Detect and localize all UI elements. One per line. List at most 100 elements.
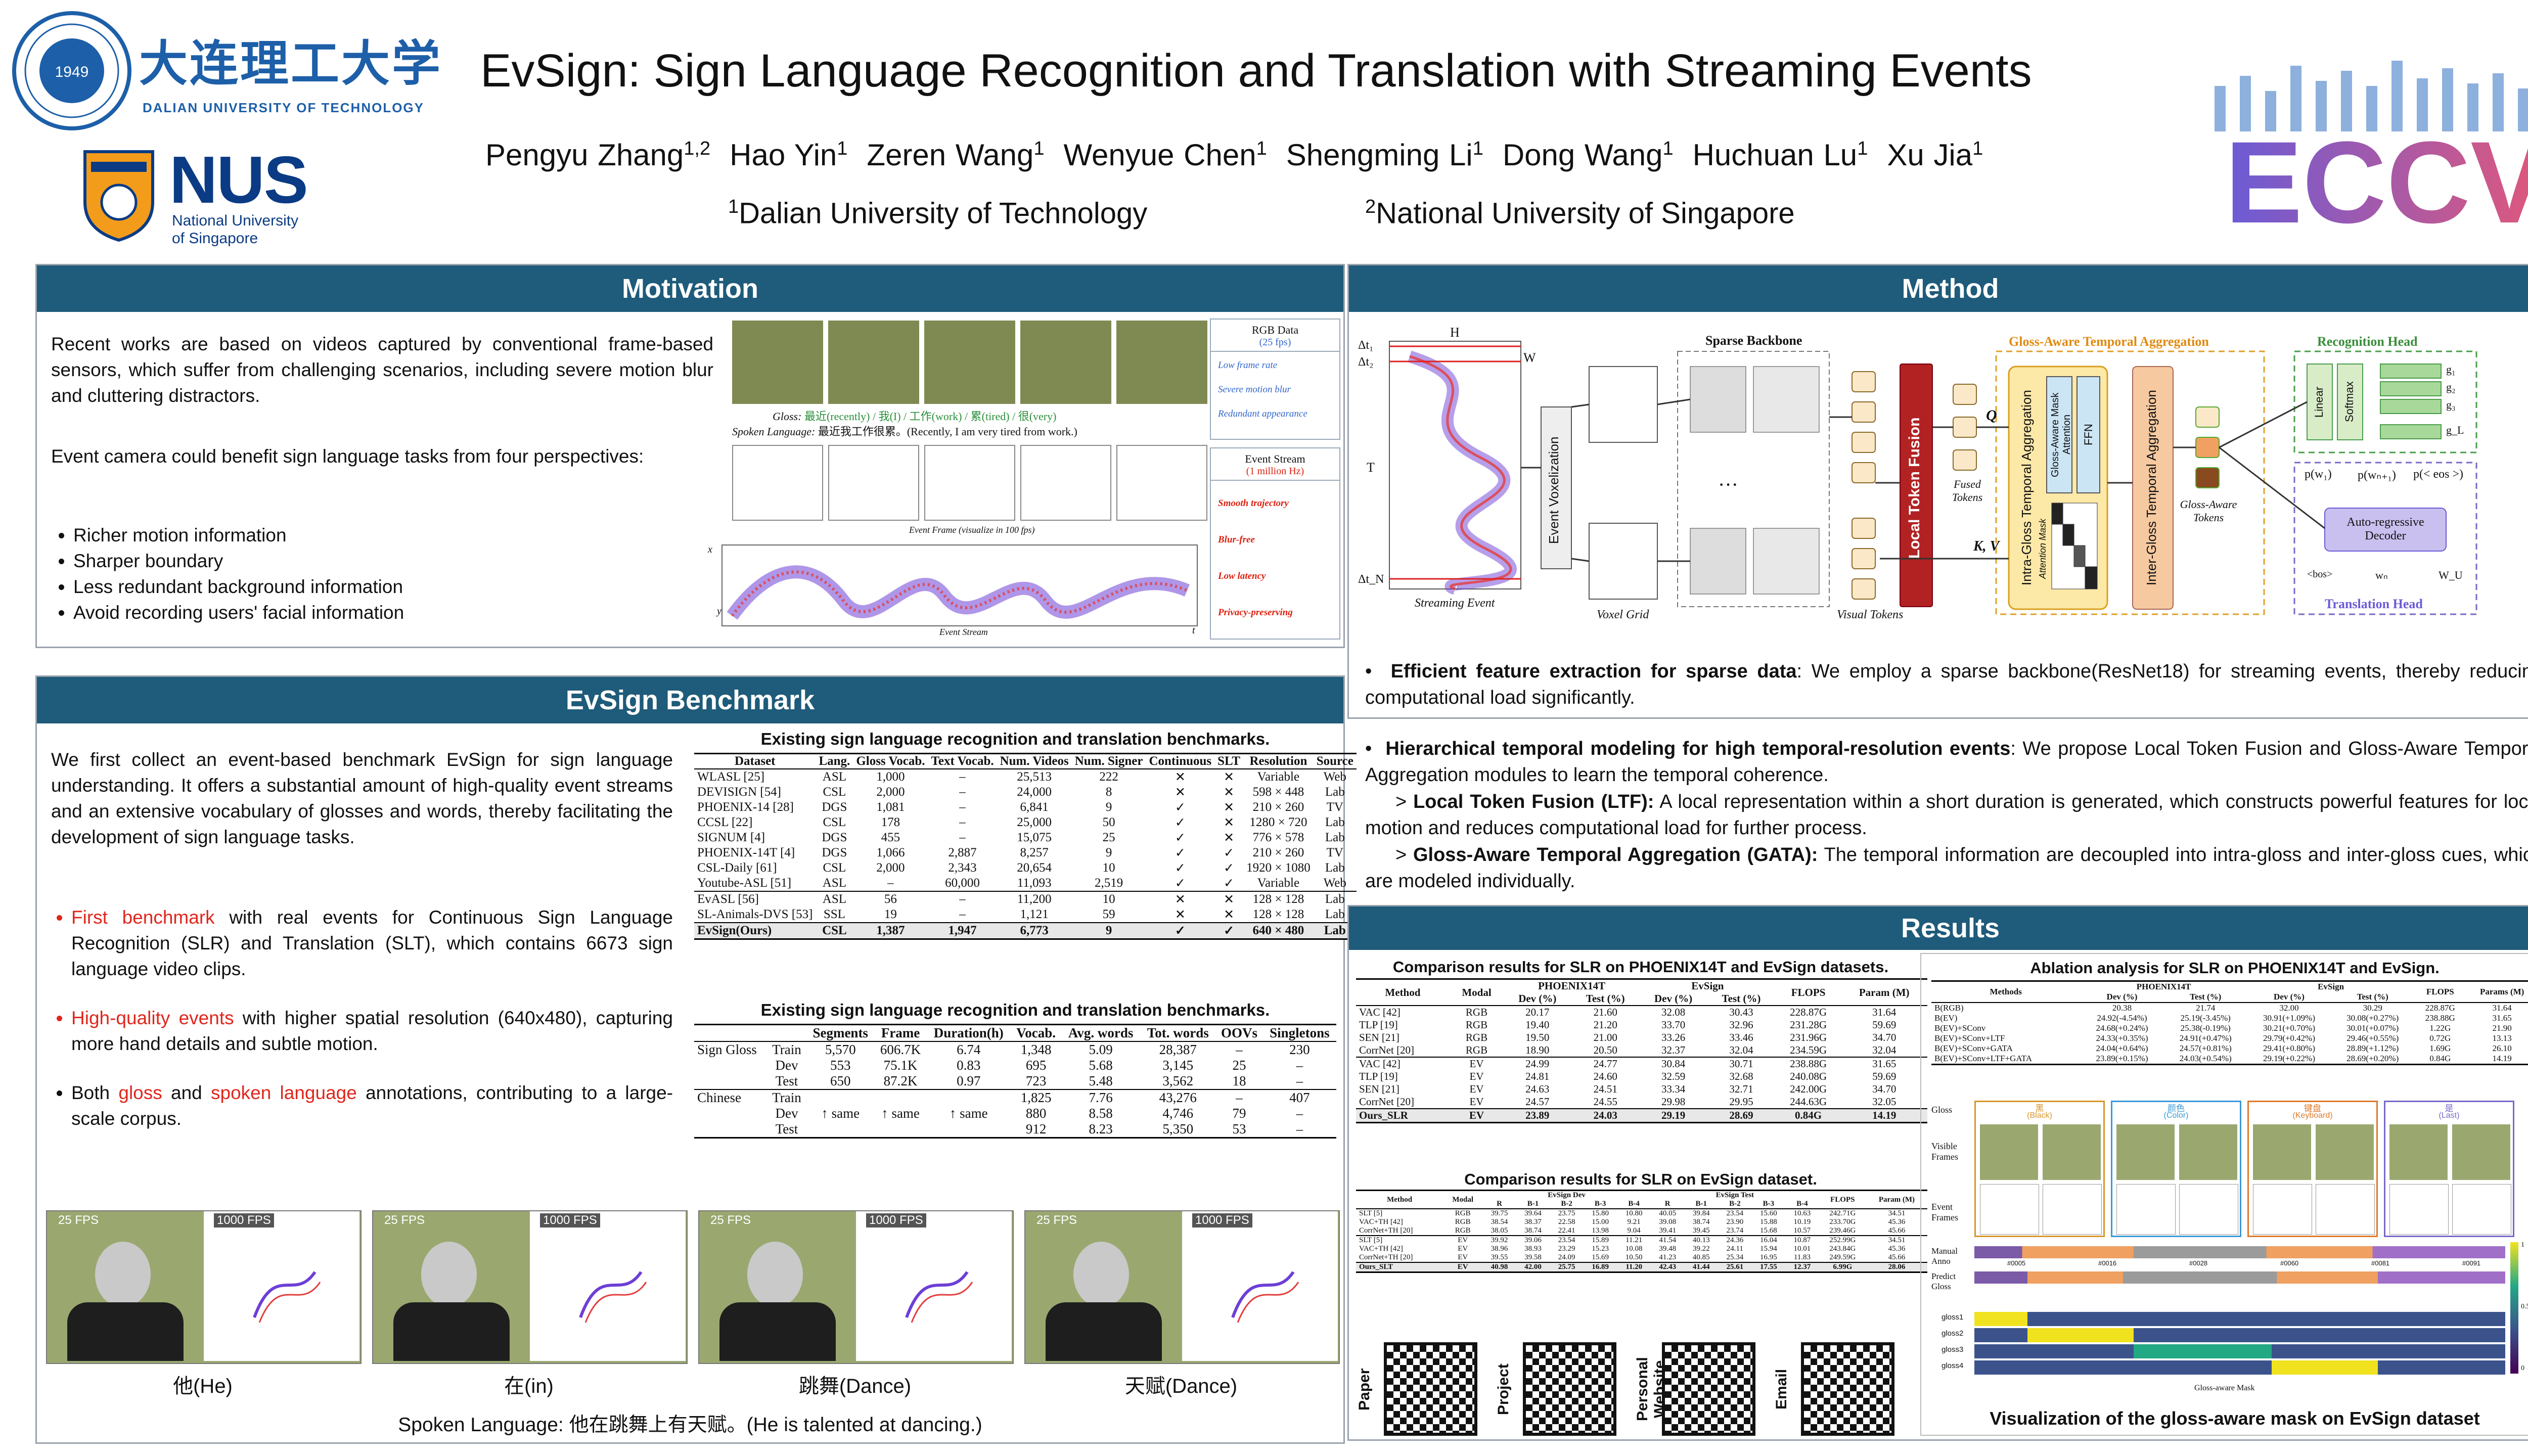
table-cell: 3,562: [1162, 1073, 1194, 1088]
table-cell: 38.96: [1491, 1245, 1508, 1253]
svg-text:ECCV: ECCV: [2225, 117, 2528, 238]
table-cell: 5.48: [1089, 1073, 1113, 1088]
table-cell: ✓: [1175, 861, 1186, 875]
table-cell: –: [1296, 1058, 1303, 1073]
table-cell: –: [1236, 1090, 1243, 1105]
table-cell: 252.99G: [1829, 1236, 1856, 1244]
table-header-cell: Dev (%): [1518, 992, 1557, 1005]
table-header-cell: SLT: [1217, 754, 1241, 768]
sign-frame-caption: 他(He): [173, 1375, 233, 1397]
table-cell: 15.68: [1759, 1226, 1777, 1235]
table-cell: 24.92(-4.54%): [2097, 1013, 2147, 1023]
sign-frame-caption: 跳舞(Dance): [798, 1375, 912, 1397]
signer-body: [719, 1302, 836, 1361]
table-cell: DGS: [822, 846, 847, 859]
table-cell: 25.19(-3.45%): [2180, 1013, 2231, 1023]
table-cell: 10.87: [1793, 1236, 1811, 1244]
mask-row-label: gloss1: [1942, 1313, 1964, 1322]
table-cell: 31.65: [1872, 1058, 1897, 1070]
motivation-bullet: Avoid recording users' facial informatio…: [73, 600, 713, 625]
table-cell: 21.60: [1593, 1006, 1617, 1018]
results-panel: Results Comparison results for SLR on PH…: [1347, 905, 2528, 1441]
table-cell: 32.04: [1729, 1044, 1753, 1056]
table-cell: Lab: [1325, 907, 1345, 921]
rgb-frame: [828, 321, 919, 404]
table-cell: 41.44: [1692, 1263, 1710, 1271]
table-cell: [926, 1089, 1011, 1106]
table-cell: TV: [1326, 800, 1343, 814]
table-cell: 23.89: [1525, 1109, 1550, 1121]
table-header-cell: R: [1664, 1200, 1671, 1208]
table-cell: 31.64: [1872, 1006, 1897, 1018]
table-cell: 228.87G: [1790, 1006, 1827, 1018]
table-cell: –: [1296, 1106, 1303, 1121]
table-cell: 238.88G: [2425, 1013, 2455, 1023]
author-affiliation: 1,2: [684, 138, 711, 159]
event-stream-caption: Event Stream: [939, 627, 988, 637]
signer-face: [1073, 1242, 1129, 1307]
table-header-cell: Lang.: [819, 754, 850, 768]
table-cell: 39.84: [1692, 1209, 1710, 1217]
frame-id: #0060: [2280, 1259, 2299, 1267]
table-cell: DGS: [822, 831, 847, 844]
table-cell: 29.41(+0.80%): [2263, 1043, 2316, 1053]
table-header-row: Dev (%)Test (%)Dev (%)Test (%): [1931, 992, 2528, 1003]
table-cell: 11,200: [1017, 892, 1052, 906]
motivation-bullets: Richer motion information Sharper bounda…: [51, 522, 713, 625]
table-cell: WLASL [25]: [697, 770, 765, 784]
table-header-cell: Num. Signer: [1074, 754, 1143, 768]
table-cell: Test: [775, 1073, 798, 1088]
motivation-figure: Gloss: 最近(recently) / 我(I) / 工作(work) / …: [697, 318, 1341, 642]
table-cell: 10.19: [1793, 1218, 1811, 1226]
gloss-group: 颜色(Color): [2111, 1101, 2241, 1237]
table-cell: –: [959, 892, 966, 906]
table-cell: B(EV)+SConv: [1934, 1023, 1986, 1033]
table-cell: 553: [830, 1058, 851, 1073]
table-cell: 0.84G: [2429, 1054, 2451, 1063]
table-cell: 10.57: [1793, 1226, 1811, 1235]
table-5-caption: Ablation analysis for SLR on PHOENIX14T …: [2030, 959, 2440, 977]
rgb-frame: [924, 321, 1015, 404]
table-cell: 233.70G: [1829, 1218, 1856, 1226]
table-cell: 9: [1105, 846, 1112, 859]
table-cell: 22.58: [1558, 1218, 1575, 1226]
table-header-cell: Text Vocab.: [931, 754, 994, 768]
mask-row: [1974, 1312, 2505, 1326]
table-cell: 13.13: [2492, 1033, 2512, 1043]
table-cell: –: [887, 876, 894, 890]
table-cell: 34.70: [1872, 1083, 1897, 1095]
table-cell: 23.75: [1558, 1209, 1575, 1217]
table-cell: CorrNet [20]: [1359, 1044, 1415, 1056]
table-header-cell: Dataset: [734, 754, 776, 768]
table-cell: RGB: [1455, 1226, 1471, 1235]
qr-code: [1384, 1342, 1477, 1436]
mask-row-label: gloss4: [1942, 1361, 1964, 1370]
table-cell: 6,773: [1020, 924, 1049, 937]
table-header-cell: B-3: [1594, 1200, 1606, 1208]
table-cell: 8.23: [1089, 1121, 1113, 1136]
table-header-cell: Test (%): [2190, 992, 2222, 1002]
frame-id: #0005: [2007, 1259, 2026, 1267]
author-name: Huchuan Lu1: [1692, 138, 1868, 172]
table-cell: 32.08: [1661, 1006, 1686, 1018]
table-cell: [694, 1121, 767, 1138]
table-cell: 40.13: [1692, 1236, 1710, 1244]
visible-frame: [2043, 1124, 2101, 1180]
table-cell: 210 × 260: [1252, 846, 1304, 859]
table-cell: EV: [1469, 1070, 1484, 1082]
table-cell: 10.08: [1625, 1245, 1643, 1253]
table-cell: ↑ same: [821, 1106, 860, 1121]
